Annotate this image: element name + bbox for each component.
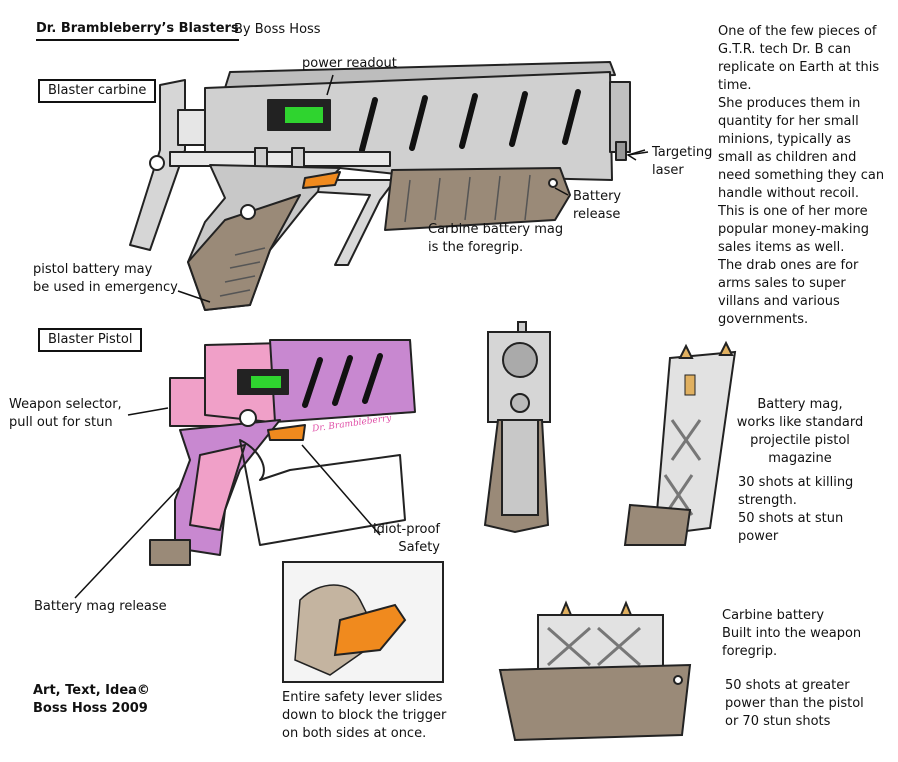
safety-label: idiot-proof Safety [373,522,441,555]
pistol-label: Blaster Pistol [38,328,143,352]
foregrip-mag-label: Carbine battery mag is the foregrip. [428,222,564,255]
battery-mag-shots: 30 shots at killing strength. 50 shots a… [738,475,854,544]
targeting-laser-label: Targeting laser [652,145,713,178]
carbine-battery-drawing [498,600,692,742]
weapon-selector-label: Weapon selector, pull out for stun [9,397,122,430]
blaster-pistol-drawing [149,339,416,566]
carbine-label: Blaster carbine [38,79,157,103]
pistol-battery-note: pistol battery may be used in emergency [33,262,178,295]
battery-release-label: Battery release [573,189,622,222]
safety-caption: Entire safety lever slides down to block… [282,690,447,741]
credits-line-1: Art, Text, Idea© [33,683,150,698]
battery-mag-description: Battery mag, works like standard project… [736,397,864,466]
byline: By Boss Hoss [234,22,321,37]
pistol-battery-mag-drawing [623,340,737,546]
description-text: One of the few pieces of G.T.R. tech Dr.… [718,24,885,327]
page-title: Dr. Brambleberry’s Blasters [36,20,239,41]
mag-release-label: Battery mag release [34,599,167,614]
carbine-battery-shots: 50 shots at greater power than the pisto… [725,678,864,729]
carbine-battery-description: Carbine battery Built into the weapon fo… [722,608,862,659]
safety-inset [282,561,444,683]
credits-line-2: Boss Hoss 2009 [33,701,148,716]
blaster-carbine-drawing [129,61,631,311]
power-readout-label: power readout [302,56,397,71]
pistol-front-view [483,321,551,534]
